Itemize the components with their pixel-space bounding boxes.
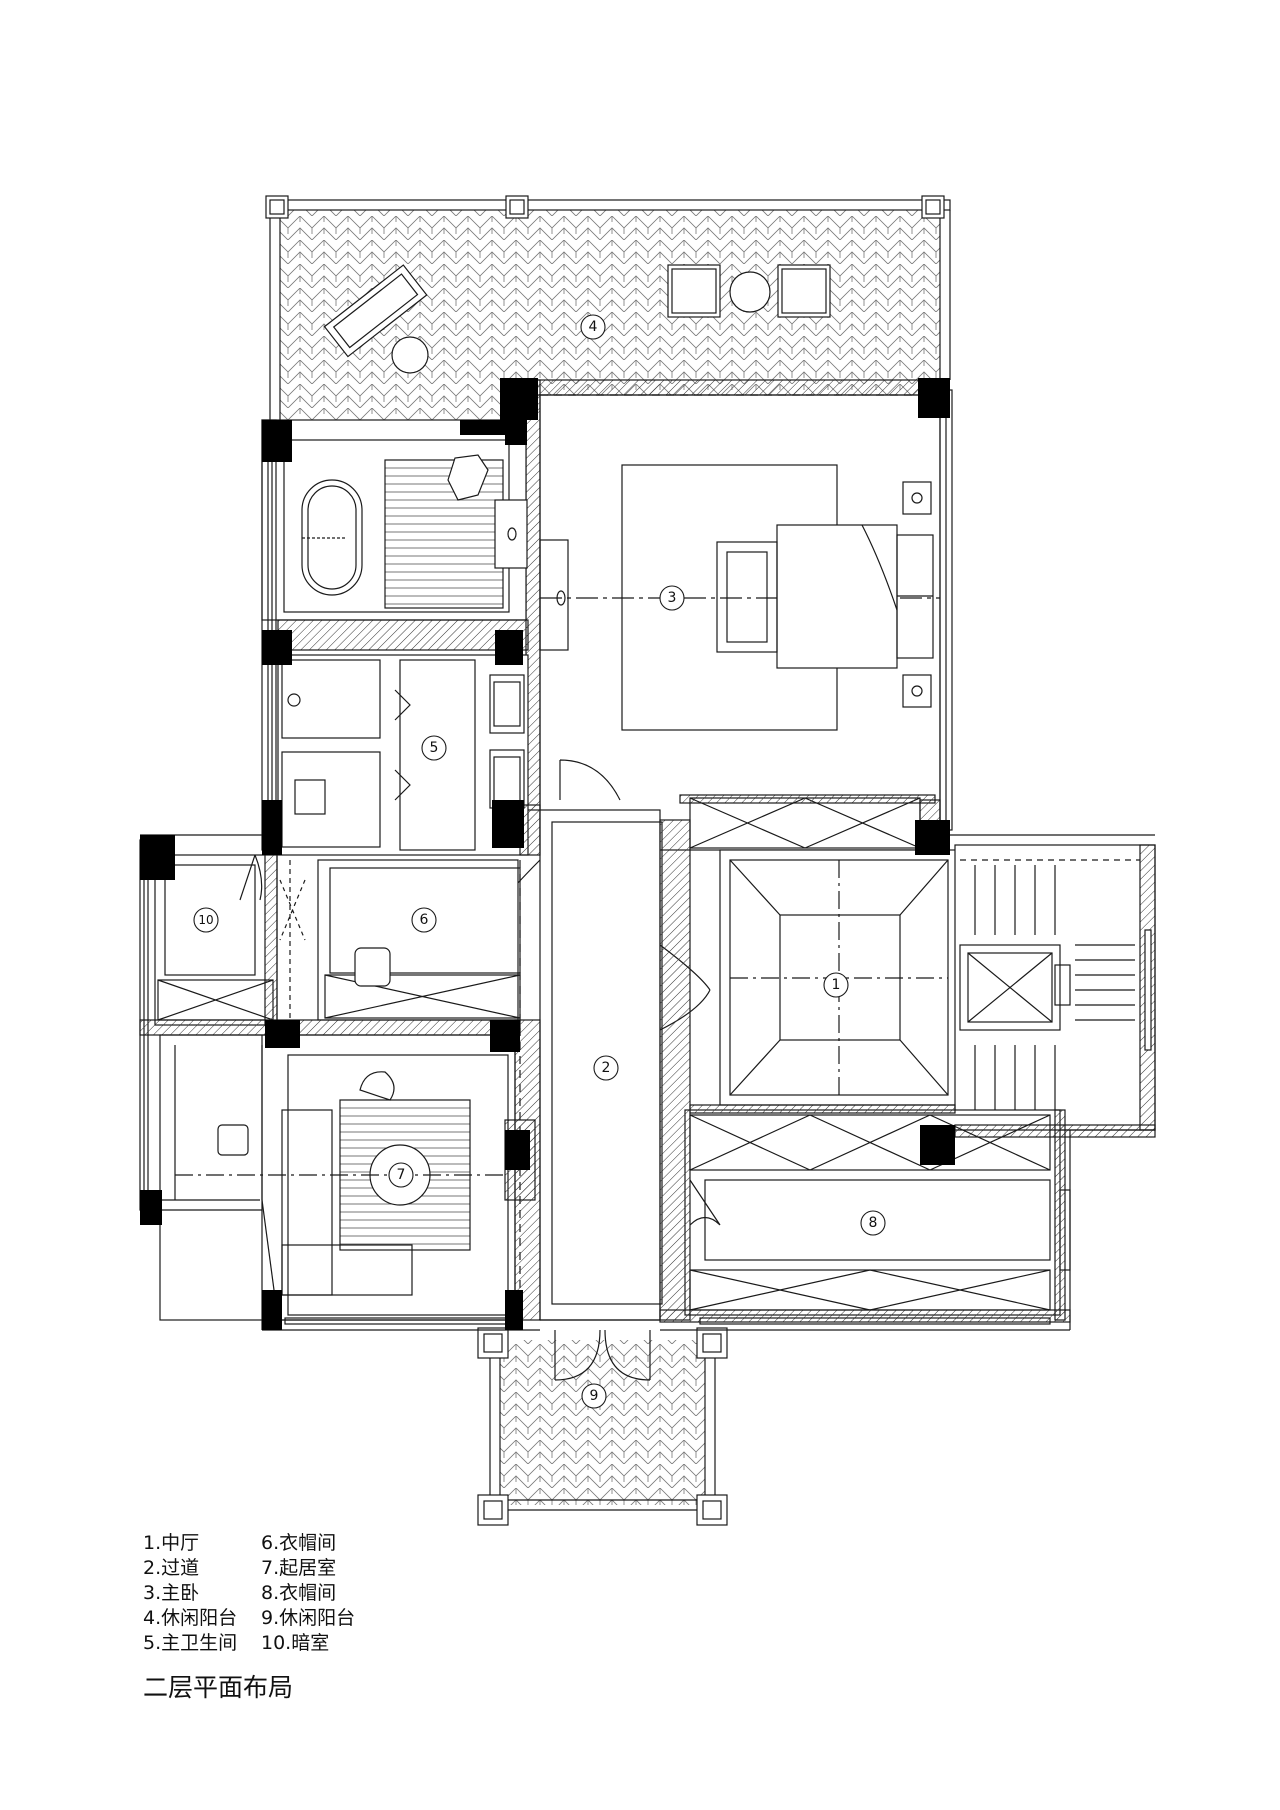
room-markers xyxy=(193,314,886,1409)
legend-item: 7.起居室 xyxy=(261,1557,337,1579)
room-marker-6 xyxy=(411,907,437,933)
room-number-8: 8 xyxy=(869,1215,878,1231)
room-marker-9 xyxy=(581,1383,607,1409)
room-number-4: 4 xyxy=(589,319,598,335)
front-balcony xyxy=(477,1327,728,1526)
legend-item: 8.衣帽间 xyxy=(261,1582,337,1604)
room-marker-10 xyxy=(193,907,219,933)
legend-item: 9.休闲阳台 xyxy=(261,1607,356,1629)
bath-area xyxy=(261,419,528,621)
plan-title: 二层平面布局 xyxy=(143,1673,294,1702)
room-marker-4 xyxy=(580,314,606,340)
legend-item: 1.中厅 xyxy=(143,1532,200,1554)
room-marker-3 xyxy=(659,585,685,611)
room-number-5: 5 xyxy=(430,740,439,756)
stairs xyxy=(954,844,1156,1131)
legend-item: 10.暗室 xyxy=(261,1632,330,1654)
room-number-6: 6 xyxy=(420,912,429,928)
room-marker-2 xyxy=(593,1055,619,1081)
room-marker-8 xyxy=(860,1210,886,1236)
room-number-1: 1 xyxy=(832,977,841,993)
legend-item: 5.主卫生间 xyxy=(143,1632,238,1654)
room-number-2: 2 xyxy=(602,1060,611,1076)
room-marker-5 xyxy=(421,735,447,761)
darkroom-10 xyxy=(139,839,278,1211)
room-number-7: 7 xyxy=(397,1167,406,1183)
hatched-walls xyxy=(139,619,1156,1323)
room-number-3: 3 xyxy=(668,590,677,606)
room-marker-1 xyxy=(823,972,849,998)
bathroom xyxy=(277,654,529,856)
living-room-7 xyxy=(159,1034,516,1321)
legend-item: 3.主卧 xyxy=(143,1582,200,1604)
legend-item: 4.休闲阳台 xyxy=(143,1607,238,1629)
master-bedroom xyxy=(525,379,953,851)
room-marker-7 xyxy=(388,1162,414,1188)
room-number-9: 9 xyxy=(590,1388,599,1404)
room-number-10: 10 xyxy=(198,913,213,927)
legend-item: 2.过道 xyxy=(143,1557,200,1579)
legend-item: 6.衣帽间 xyxy=(261,1532,337,1554)
columns xyxy=(140,378,955,1330)
closet-6 xyxy=(279,859,521,1021)
